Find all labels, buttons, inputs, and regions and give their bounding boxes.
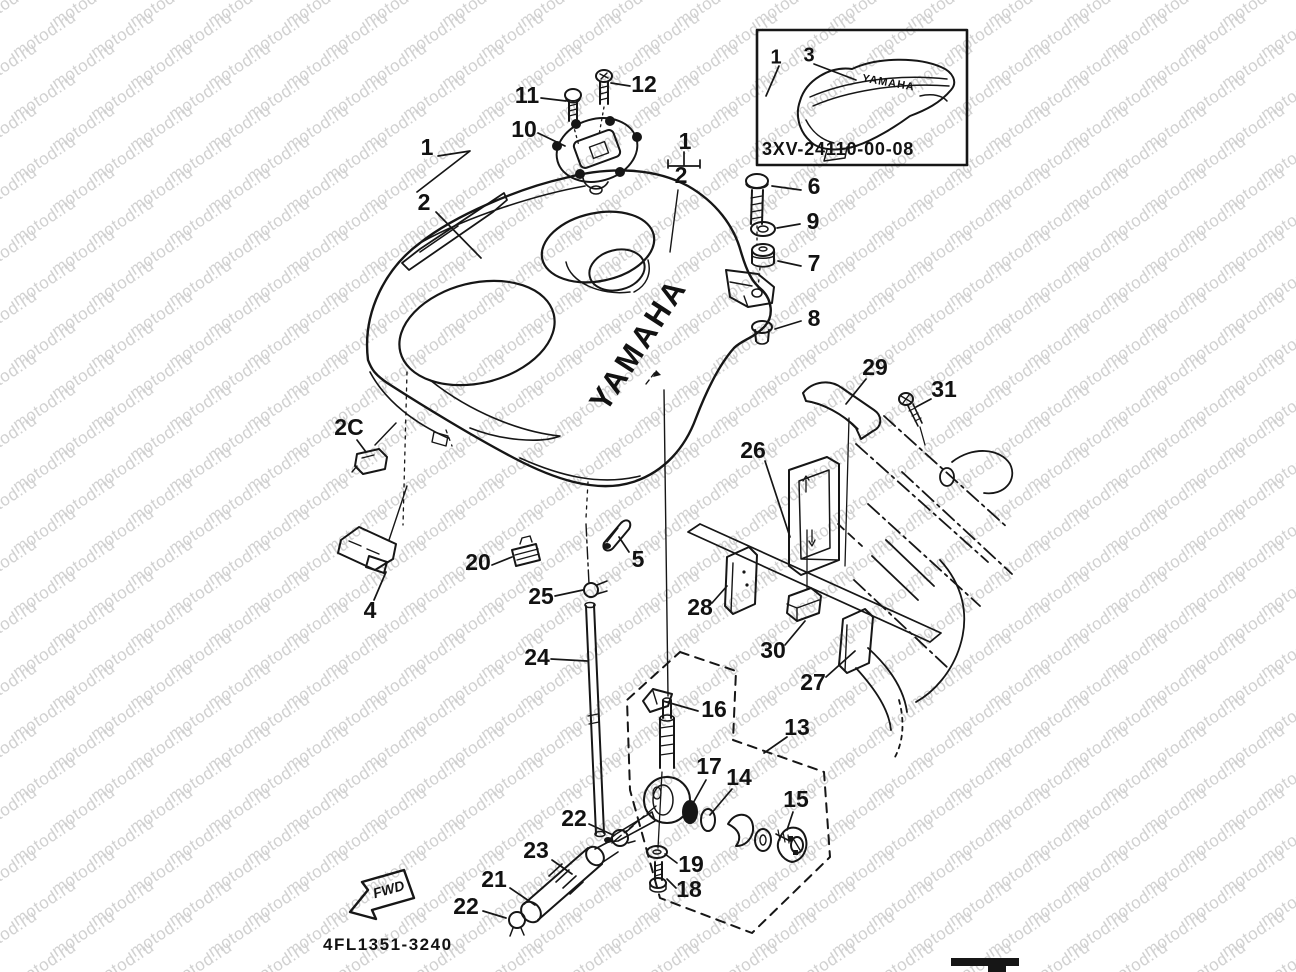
- callout-19: 19: [678, 851, 704, 877]
- leader-lines: [356, 82, 932, 919]
- rear-dampers: [687, 381, 942, 674]
- callout-31: 31: [931, 376, 957, 402]
- callout-14: 14: [726, 764, 752, 790]
- callout-24: 24: [524, 644, 550, 670]
- callout-2: 2: [418, 189, 431, 215]
- callout-7: 7: [808, 250, 821, 276]
- callout-1: 1: [770, 46, 781, 68]
- footer: FWD 4FL1351-3240: [323, 868, 1019, 972]
- callout-26: 26: [740, 437, 766, 463]
- callout-13: 13: [784, 714, 810, 740]
- bracket-26: [788, 456, 840, 576]
- hose-assembly: [508, 805, 657, 937]
- pad-27: [838, 608, 874, 674]
- callout-17: 17: [696, 753, 722, 779]
- callout-15: 15: [783, 786, 809, 812]
- frame-phantom: [837, 415, 1014, 758]
- plate-16: [642, 688, 673, 713]
- clip-22-lower: [508, 911, 526, 937]
- screen-17: [682, 800, 698, 824]
- callout-5: 5: [632, 546, 645, 572]
- tank-top-panel: [398, 279, 556, 387]
- petcock-assembly: [604, 651, 831, 934]
- oring-14: [700, 808, 716, 832]
- tube-24: [584, 601, 606, 838]
- screw-15: [775, 829, 804, 854]
- screw-31: [898, 392, 926, 446]
- tank-yamaha-logo: YAMAHA: [582, 271, 694, 417]
- bolt-6: [745, 173, 769, 189]
- callout-16: 16: [701, 696, 727, 722]
- callout-20: 20: [465, 549, 491, 575]
- callout-22: 22: [561, 805, 587, 831]
- dashed-boundary-13: [626, 651, 831, 934]
- spring-23: [548, 863, 584, 895]
- cropped-page-mark: [951, 958, 1019, 972]
- clamp-25: [583, 580, 608, 598]
- bracket-4: [337, 485, 408, 574]
- fuel-tank: YAMAHA: [365, 169, 775, 526]
- damper-7: [751, 243, 775, 268]
- callout-29: 29: [862, 354, 888, 380]
- callout-4: 4: [364, 597, 377, 623]
- block-30: [786, 587, 822, 622]
- drawing-code: 4FL1351-3240: [323, 935, 453, 954]
- callout-30: 30: [760, 637, 786, 663]
- callout-12: 12: [631, 71, 657, 97]
- washer-19: [646, 845, 668, 859]
- inset-part-code: 3XV-24110-00-08: [762, 139, 914, 159]
- filler-recess: [540, 210, 656, 284]
- callout-21: 21: [481, 866, 507, 892]
- callout-2c: 2C: [334, 414, 363, 440]
- inset-box: YAMAHA 3XV-24110-00-08: [755, 28, 969, 167]
- mount-hardware: [745, 173, 776, 345]
- bolt-18: [649, 861, 667, 893]
- callout-22: 22: [453, 893, 479, 919]
- callout-23: 23: [523, 837, 549, 863]
- callout-6: 6: [808, 173, 821, 199]
- petcock-body: [604, 697, 691, 849]
- fwd-arrow: [348, 868, 416, 921]
- damper-29: [802, 381, 882, 440]
- callout-25: 25: [528, 583, 554, 609]
- callout-11: 11: [515, 82, 540, 108]
- callout-9: 9: [807, 208, 820, 234]
- callout-18: 18: [676, 876, 702, 902]
- callout-3: 3: [803, 44, 814, 66]
- decal-stripe: [401, 192, 508, 271]
- callout-28: 28: [687, 594, 713, 620]
- callout-1: 1: [421, 134, 434, 160]
- callout-10: 10: [511, 116, 537, 142]
- lever-wave: [727, 813, 754, 847]
- callout-27: 27: [800, 669, 826, 695]
- inset-tank-outline: [796, 58, 956, 151]
- clip-2c: [351, 422, 397, 475]
- callout-8: 8: [808, 305, 821, 331]
- callout-1: 1: [679, 128, 692, 154]
- fwd-label: FWD: [371, 877, 406, 901]
- tank-rear-bracket: [725, 269, 775, 308]
- clip-20: [511, 535, 541, 567]
- grommet-8: [751, 320, 773, 345]
- callout-2: 2: [675, 162, 688, 188]
- pad-28: [724, 546, 758, 615]
- fuel-line-parts: [337, 189, 679, 838]
- washer-9: [750, 221, 776, 237]
- hook-5: [602, 519, 632, 552]
- filler-neck: [588, 248, 646, 292]
